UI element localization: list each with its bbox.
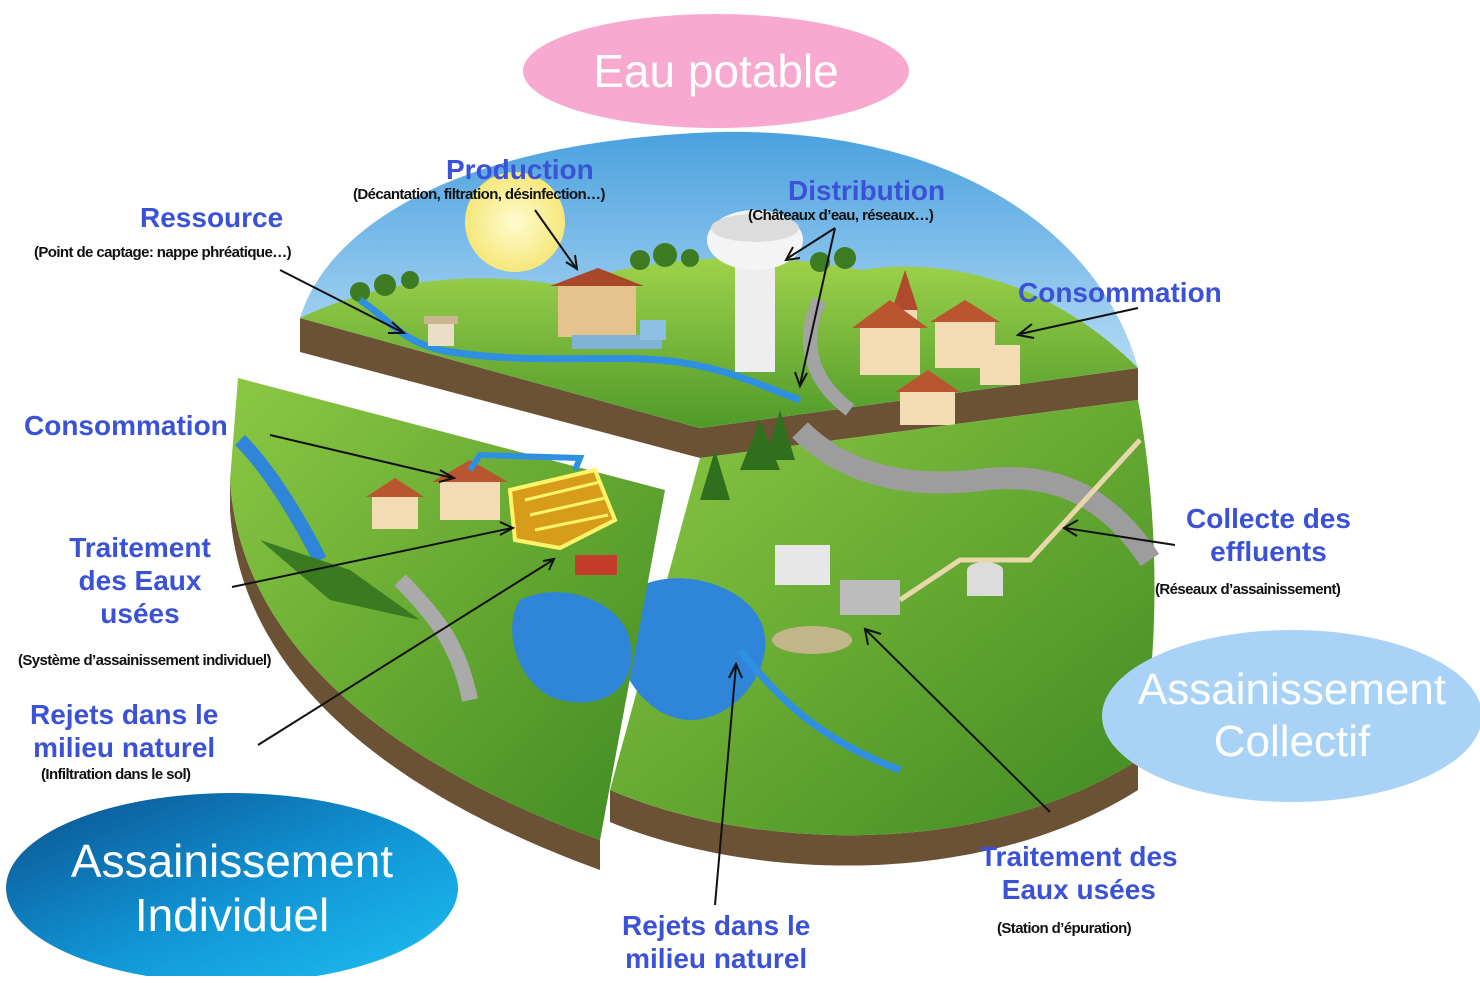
- sublabel-distribution: (Châteaux d’eau, réseaux…): [748, 207, 934, 224]
- section-assainissement-collectif: Assainissement Collectif: [1137, 665, 1447, 766]
- arrows: [231, 209, 1176, 906]
- individuel-river: [235, 435, 327, 564]
- sector-eau-potable: [300, 131, 1138, 458]
- individuel-ellipse: [6, 793, 458, 976]
- river: [358, 297, 802, 404]
- collectif-pond: [614, 578, 766, 720]
- collectif-ground: [610, 400, 1155, 836]
- pump-station: [424, 316, 458, 346]
- eau-potable-ellipse: [523, 14, 909, 128]
- road: [803, 296, 855, 416]
- sublabel-collecte: (Réseaux d’assainissement): [1155, 581, 1341, 598]
- septic-lines: [524, 480, 609, 532]
- water-tower: [707, 210, 803, 372]
- sublabel-traitement-individuel: (Système d’assainissement individuel): [18, 652, 272, 669]
- individuel-rim: [230, 480, 600, 870]
- treatment-plant: [772, 545, 1003, 654]
- label-traitement-collectif: Traitement des Eaux usées: [980, 841, 1178, 906]
- sublabel-rejets-individuel: (Infiltration dans le sol): [41, 766, 191, 783]
- collectif-rim: [610, 760, 1138, 866]
- vegetable-field: [260, 540, 420, 620]
- label-production: Production: [446, 154, 594, 185]
- label-collecte: Collecte des effluents: [1186, 503, 1351, 568]
- sublabel-ressource: (Point de captage: nappe phréatique…): [34, 244, 292, 261]
- supply-pipe: [467, 451, 585, 472]
- truck: [575, 555, 617, 575]
- individuel-pond: [512, 592, 632, 703]
- sector-collectif: [610, 400, 1160, 866]
- collectif-road: [792, 422, 1160, 567]
- sun: [465, 172, 565, 272]
- sublabel-traitement-collectif: (Station d’épuration): [997, 920, 1132, 937]
- collectif-ellipse: [1102, 630, 1480, 802]
- label-distribution: Distribution: [788, 175, 946, 206]
- sector-individuel: [230, 378, 665, 870]
- sublabel-production: (Décantation, filtration, désinfection…): [353, 186, 605, 203]
- label-traitement-individuel: Traitement des Eaux usées: [69, 532, 211, 630]
- outflow-stream: [737, 647, 902, 774]
- label-consommation-collectif: Consommation: [1018, 277, 1222, 308]
- label-consommation-individuel: Consommation: [24, 410, 228, 441]
- label-rejets-collectif: Rejets dans le milieu naturel: [622, 910, 811, 975]
- sewer-pipe: [898, 438, 1142, 603]
- individuel-road: [394, 574, 478, 702]
- section-eau-potable: Eau potable: [593, 44, 839, 97]
- collectif-trees: [700, 410, 795, 500]
- section-assainissement-individuel: Assainissement Individuel: [70, 834, 394, 941]
- production-plant: [550, 268, 666, 349]
- label-rejets-individuel: Rejets dans le milieu naturel: [30, 699, 219, 764]
- tree-line: [350, 243, 856, 302]
- town: [852, 270, 1020, 425]
- label-ressource: Ressource: [140, 202, 284, 233]
